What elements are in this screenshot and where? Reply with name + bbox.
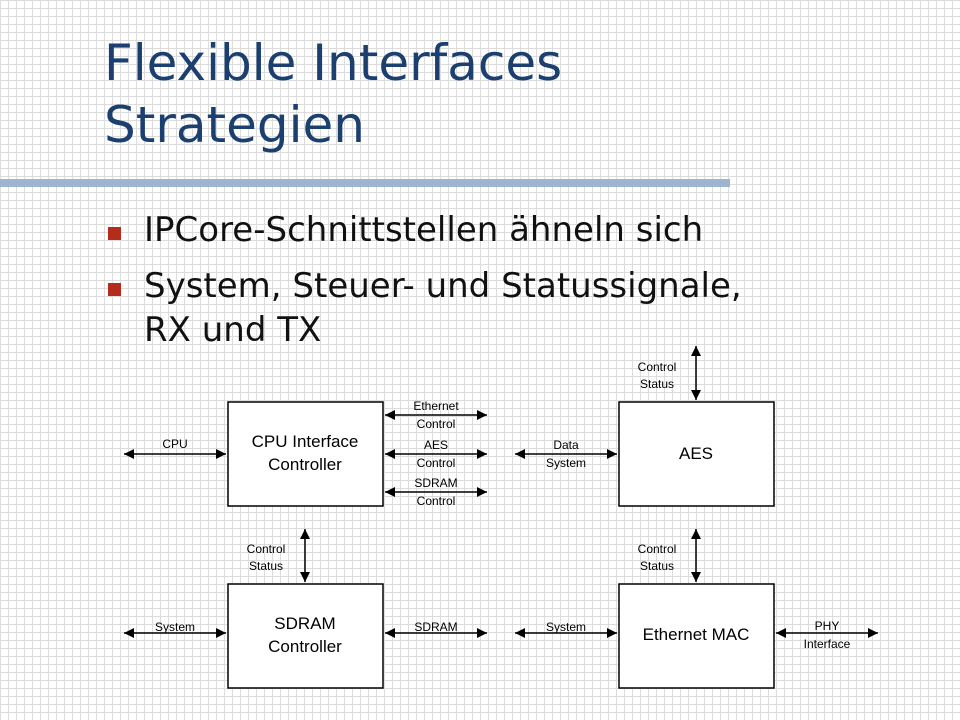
sdram-controller-title-line-2: Controller bbox=[268, 637, 342, 656]
aes-control-status-label-line-1: Control bbox=[638, 360, 677, 374]
ethernet-control-label-line-2: Control bbox=[417, 417, 456, 431]
sdram-control-signal: SDRAM Control bbox=[385, 476, 487, 508]
mac-control-status-label-line-1: Control bbox=[638, 542, 677, 556]
mac-system-signal: System bbox=[515, 620, 617, 638]
aes-control-status-label-line-2: Status bbox=[640, 377, 674, 391]
aes-control-signal: AES Control bbox=[385, 438, 487, 470]
bullet-item-ipcore: IPCore-Schnittstellen ähneln sich bbox=[104, 208, 944, 252]
bullet-item-signals: System, Steuer- und Statussignale, RX un… bbox=[104, 264, 944, 352]
aes-box bbox=[618, 401, 775, 507]
cpu-interface-title-line-2: Controller bbox=[268, 455, 342, 474]
mac-control-status-label-line-2: Status bbox=[640, 559, 674, 573]
mac-phy-interface-label-line-2: Interface bbox=[804, 637, 851, 651]
bullet-text-line-2: RX und TX bbox=[144, 310, 322, 350]
ethernet-mac-title: Ethernet MAC bbox=[643, 625, 750, 644]
cpu-interface-title-line-1: CPU Interface bbox=[252, 432, 359, 451]
cpu-interface-block: CPU Interface Controller bbox=[227, 401, 384, 507]
slide-title-line-2: Strategien bbox=[104, 96, 365, 154]
mac-phy-interface-signal: PHY Interface bbox=[776, 619, 878, 651]
sdram-bus-signal: SDRAM bbox=[385, 620, 487, 638]
sdram-controller-box bbox=[227, 583, 384, 689]
sdram-controller-block: SDRAM Controller bbox=[227, 583, 384, 689]
bullet-text: IPCore-Schnittstellen ähneln sich bbox=[144, 210, 704, 250]
sdram-system-label: System bbox=[155, 620, 195, 634]
sdram-control-label-line-1: SDRAM bbox=[414, 476, 457, 490]
mac-system-label: System bbox=[546, 620, 586, 634]
aes-data-system-label-line-1: Data bbox=[553, 438, 579, 452]
cpu-signal: CPU bbox=[124, 437, 226, 459]
sdram-control-status-label-line-2: Status bbox=[249, 559, 283, 573]
mac-control-status-signal: Control Status bbox=[638, 529, 701, 582]
title-underline-bar bbox=[0, 179, 730, 187]
sdram-system-signal: System bbox=[124, 620, 226, 638]
aes-title: AES bbox=[679, 444, 713, 463]
sdram-control-status-label-line-1: Control bbox=[247, 542, 286, 556]
cpu-signal-label: CPU bbox=[162, 437, 187, 451]
mac-phy-interface-label-line-1: PHY bbox=[815, 619, 840, 633]
sdram-control-status-signal: Control Status bbox=[247, 529, 310, 582]
aes-data-system-label-line-2: System bbox=[546, 456, 586, 470]
bullet-list: IPCore-Schnittstellen ähneln sich System… bbox=[104, 208, 944, 364]
cpu-interface-box bbox=[227, 401, 384, 507]
ethernet-control-signal: Ethernet Control bbox=[385, 399, 487, 431]
ethernet-mac-box bbox=[618, 583, 775, 689]
sdram-bus-label: SDRAM bbox=[414, 620, 457, 634]
ethernet-control-label-line-1: Ethernet bbox=[413, 399, 459, 413]
square-bullet-icon bbox=[108, 283, 121, 296]
square-bullet-icon bbox=[108, 227, 121, 240]
slide-title: Flexible Interfaces Strategien bbox=[104, 32, 562, 156]
aes-control-status-signal: Control Status bbox=[638, 346, 701, 400]
sdram-control-label-line-2: Control bbox=[417, 494, 456, 508]
ethernet-mac-block: Ethernet MAC bbox=[618, 583, 775, 689]
aes-data-system-signal: Data System bbox=[515, 438, 617, 470]
slide-title-line-1: Flexible Interfaces bbox=[104, 34, 563, 92]
aes-control-label-line-1: AES bbox=[424, 438, 448, 452]
aes-control-label-line-2: Control bbox=[417, 456, 456, 470]
sdram-controller-title-line-1: SDRAM bbox=[274, 614, 335, 633]
aes-block: AES bbox=[618, 401, 775, 507]
bullet-text-line-1: System, Steuer- und Statussignale, bbox=[144, 266, 742, 306]
